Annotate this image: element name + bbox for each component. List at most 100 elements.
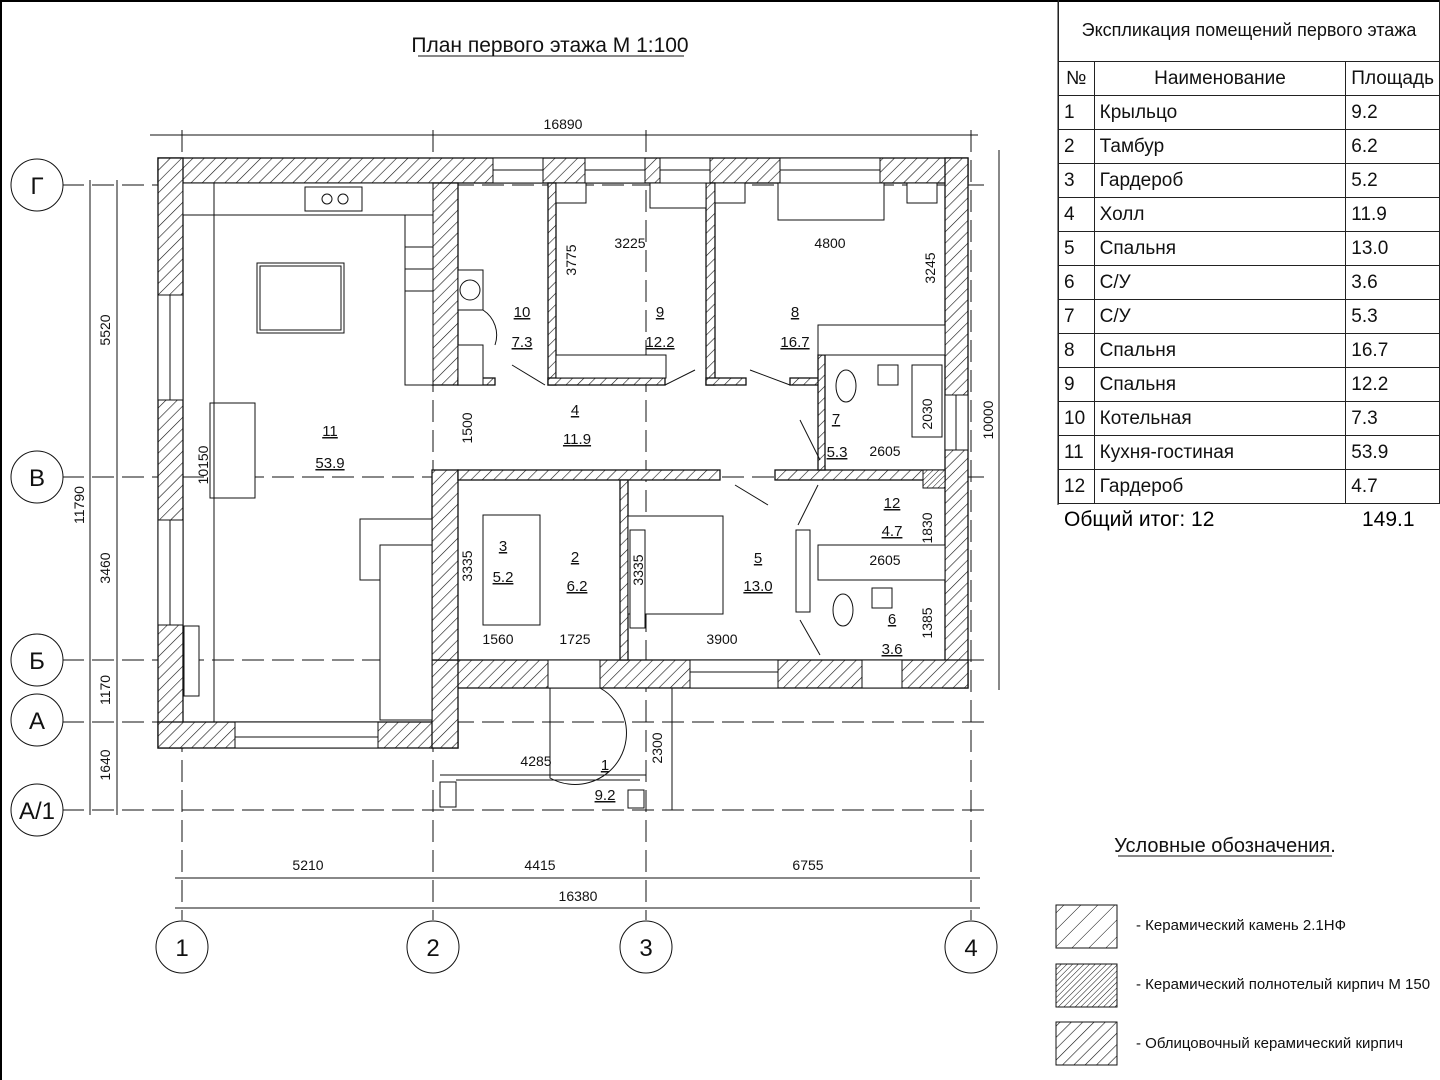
dim-2605-a: 2605 bbox=[869, 443, 900, 459]
dim-11790: 11790 bbox=[71, 486, 87, 524]
cell-no: 6 bbox=[1058, 265, 1095, 300]
cell-area: 11.9 bbox=[1345, 197, 1440, 232]
legend-item-facing-brick: - Облицовочный керамический кирпич bbox=[1136, 1035, 1404, 1052]
cell-name: Спальня bbox=[1093, 367, 1347, 402]
dim-3460: 3460 bbox=[97, 552, 113, 583]
axis-row-a1: А/1 bbox=[19, 798, 55, 825]
cell-no: 10 bbox=[1058, 401, 1095, 436]
dim-10000: 10000 bbox=[980, 400, 996, 439]
legend-swatch-solid-brick bbox=[1055, 963, 1118, 1008]
room-7-area: 5.3 bbox=[827, 444, 848, 461]
legend-swatch-facing-brick bbox=[1055, 1021, 1118, 1066]
dimension-lines bbox=[89, 134, 1000, 909]
cell-name: Котельная bbox=[1093, 401, 1347, 436]
dim-6755: 6755 bbox=[792, 857, 823, 873]
room-10-no: 10 bbox=[514, 304, 531, 321]
axis-col-4: 4 bbox=[964, 935, 977, 962]
room-6-area: 3.6 bbox=[882, 641, 903, 658]
cell-name: Гардероб bbox=[1093, 469, 1347, 504]
room-6-no: 6 bbox=[888, 611, 896, 628]
room-9-no: 9 bbox=[656, 304, 664, 321]
dim-4415: 4415 bbox=[524, 857, 555, 873]
dim-2030: 2030 bbox=[919, 398, 935, 429]
room-4-area: 11.9 bbox=[563, 431, 591, 448]
cell-area: 12.2 bbox=[1345, 367, 1440, 402]
cell-area: 16.7 bbox=[1345, 333, 1440, 368]
room-8-area: 16.7 bbox=[780, 334, 809, 351]
col-header-area: Площадь bbox=[1345, 61, 1440, 96]
room-5-area: 13.0 bbox=[743, 578, 772, 595]
cell-area: 7.3 bbox=[1345, 401, 1440, 436]
explication-table: Экспликация помещений первого этажа № На… bbox=[1058, 0, 1440, 504]
dim-1500: 1500 bbox=[459, 412, 475, 443]
room-11-area: 53.9 bbox=[315, 455, 344, 472]
room-4-no: 4 bbox=[571, 402, 579, 419]
legend-swatch-ceramic-stone bbox=[1055, 904, 1118, 949]
dim-3335-b: 3335 bbox=[630, 554, 646, 585]
legend-title: Условные обозначения. bbox=[1114, 835, 1336, 857]
dim-3775: 3775 bbox=[563, 244, 579, 275]
cell-no: 9 bbox=[1058, 367, 1095, 402]
axis-row-v: В bbox=[29, 465, 45, 492]
room-10-area: 7.3 bbox=[512, 334, 533, 351]
dim-2605-b: 2605 bbox=[869, 552, 900, 568]
dim-5520: 5520 bbox=[97, 314, 113, 345]
room-12-no: 12 bbox=[884, 495, 901, 512]
dimension-texts: 16890 3225 4800 3775 3245 2030 10000 150… bbox=[71, 116, 996, 904]
col-header-no: № bbox=[1058, 61, 1095, 96]
cell-name: Спальня bbox=[1093, 333, 1347, 368]
room-9-area: 12.2 bbox=[645, 334, 674, 351]
room-1-no: 1 bbox=[601, 757, 609, 774]
explication-title: Экспликация помещений первого этажа bbox=[1058, 0, 1440, 62]
room-1-area: 9.2 bbox=[595, 787, 616, 804]
cell-area: 53.9 bbox=[1345, 435, 1440, 470]
room-2-area: 6.2 bbox=[567, 578, 588, 595]
dim-3225: 3225 bbox=[614, 235, 645, 251]
cell-no: 12 bbox=[1058, 469, 1095, 504]
dim-16890: 16890 bbox=[544, 116, 583, 132]
dim-3335-a: 3335 bbox=[459, 550, 475, 581]
cell-name: Холл bbox=[1093, 197, 1347, 232]
cell-no: 1 bbox=[1058, 95, 1095, 130]
dim-1560: 1560 bbox=[482, 631, 513, 647]
cell-area: 5.3 bbox=[1345, 299, 1440, 334]
axis-row-g: Г bbox=[31, 173, 44, 200]
dim-1385: 1385 bbox=[919, 607, 935, 638]
cell-area: 5.2 bbox=[1345, 163, 1440, 198]
cell-no: 2 bbox=[1058, 129, 1095, 164]
cell-name: Крыльцо bbox=[1093, 95, 1347, 130]
furniture bbox=[182, 182, 946, 809]
legend-item-solid-brick: - Керамический полнотелый кирпич М 150 bbox=[1136, 976, 1431, 993]
dim-4800: 4800 bbox=[814, 235, 845, 251]
cell-no: 11 bbox=[1058, 435, 1095, 470]
total-value: 149.1 bbox=[1362, 508, 1415, 531]
room-5-no: 5 bbox=[754, 550, 762, 567]
room-7-no: 7 bbox=[832, 411, 840, 428]
cell-name: Спальня bbox=[1093, 231, 1347, 266]
dim-4285: 4285 bbox=[520, 753, 551, 769]
axis-row-a: А bbox=[29, 708, 45, 735]
axis-col-1: 1 bbox=[175, 935, 188, 962]
axis-col-2: 2 bbox=[426, 935, 439, 962]
legend-item-ceramic-stone: - Керамический камень 2.1НФ bbox=[1136, 917, 1347, 934]
dim-16380: 16380 bbox=[559, 888, 598, 904]
cell-area: 9.2 bbox=[1345, 95, 1440, 130]
cell-no: 8 bbox=[1058, 333, 1095, 368]
axis-col-3: 3 bbox=[639, 935, 652, 962]
dim-10150: 10150 bbox=[195, 445, 211, 484]
cell-area: 13.0 bbox=[1345, 231, 1440, 266]
cell-no: 3 bbox=[1058, 163, 1095, 198]
axis-markers: Г В Б А А/1 1 2 3 4 bbox=[10, 158, 998, 974]
dim-2300: 2300 bbox=[649, 732, 665, 763]
